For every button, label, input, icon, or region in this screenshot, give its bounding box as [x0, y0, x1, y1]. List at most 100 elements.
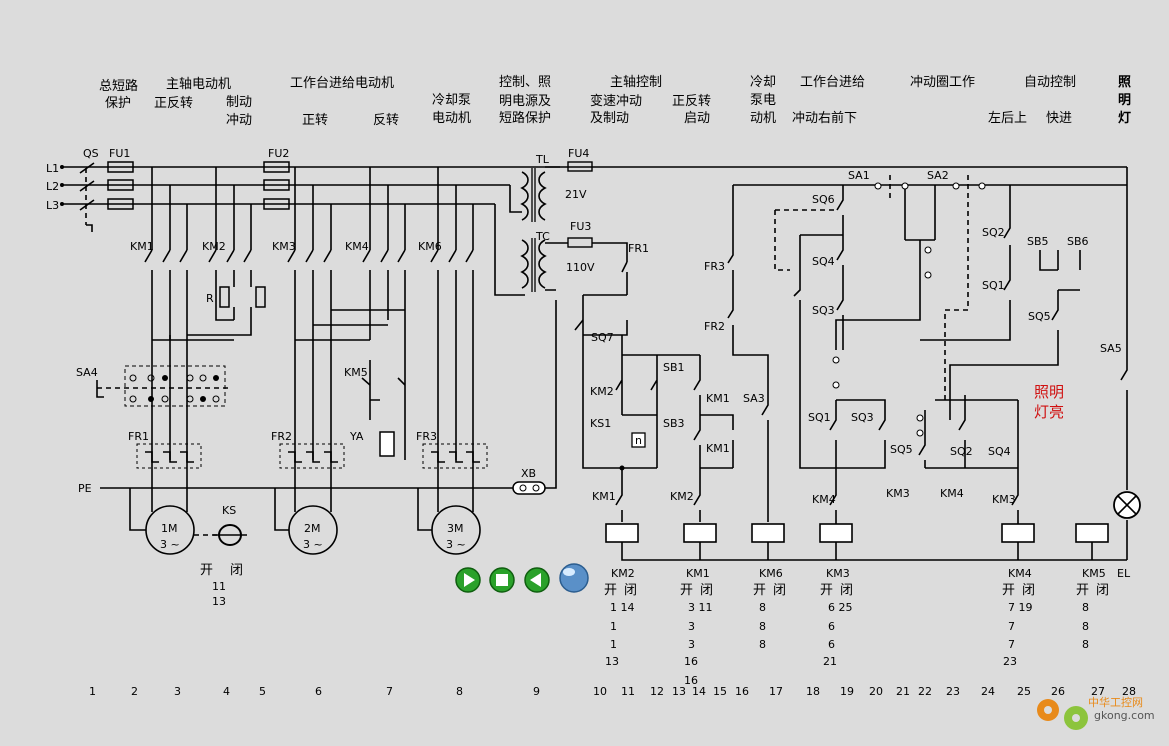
label-KM4-ctl: KM4	[940, 487, 964, 500]
column-number-6: 6	[315, 685, 322, 698]
label-SQ1-a: SQ1	[808, 411, 831, 424]
title-speed-jog: 变速冲动	[590, 93, 642, 109]
ks-open-val: 11	[212, 580, 226, 593]
label-KM3-ctl-b: KM3	[992, 493, 1016, 506]
label-SB5: SB5	[1027, 235, 1049, 248]
play-icon[interactable]	[455, 567, 481, 593]
table-km5-open: 开	[1076, 583, 1089, 598]
table-km1-r3: 16	[684, 655, 698, 668]
column-number-11: 11	[621, 685, 635, 698]
table-km3-r2: 6	[828, 638, 835, 651]
column-number-23: 23	[946, 685, 960, 698]
label-1M: 1M	[161, 522, 178, 535]
title-pump: 泵电	[750, 93, 776, 108]
title-coolant: 冷却泵	[432, 93, 471, 108]
table-km4-r1: 7	[1008, 620, 1015, 633]
table-km3-r1: 6	[828, 620, 835, 633]
column-number-5: 5	[259, 685, 266, 698]
title-control-light: 控制、照	[499, 75, 551, 90]
label-FR2: FR2	[704, 320, 725, 333]
title-coolant-2: 冷却	[750, 75, 776, 90]
title-brake: 及制动	[590, 111, 629, 126]
table-km5-r2: 8	[1082, 638, 1089, 651]
label-PE: PE	[78, 482, 92, 495]
header-titles: 总短路 保护 主轴电动机 正反转 制动 冲动 工作台进给电动机 正转 反转 冷却…	[99, 75, 1131, 128]
gear-logo-icon	[1037, 699, 1088, 730]
label-SQ2-b: SQ2	[982, 226, 1005, 239]
table-km5-r0: 8	[1082, 601, 1089, 614]
title-feed-forward: 正转	[302, 113, 328, 128]
lamp-on-label-1: 照明	[1034, 383, 1064, 401]
back-icon[interactable]	[524, 567, 550, 593]
table-km4-close: 闭	[1022, 583, 1035, 598]
column-number-13: 13	[672, 685, 686, 698]
table-km6-r2: 8	[759, 638, 766, 651]
label-SQ7: SQ7	[591, 331, 614, 344]
label-KS: KS	[222, 504, 236, 517]
table-km1-r0: 3 11	[688, 601, 713, 614]
ks-close: 闭	[230, 563, 243, 578]
table-km6-title: KM6	[759, 567, 783, 580]
label-SA4: SA4	[76, 366, 98, 379]
table-km5-r1: 8	[1082, 620, 1089, 633]
table-km3-r0: 6 25	[828, 601, 853, 614]
label-KS1: KS1	[590, 417, 611, 430]
label-KM1-ctl-c: KM1	[592, 490, 616, 503]
label-2M: 2M	[304, 522, 321, 535]
label-SQ2-a: SQ2	[950, 445, 973, 458]
label-SQ4-b: SQ4	[988, 445, 1011, 458]
playback-controls	[455, 563, 589, 593]
label-L3: L3	[46, 199, 59, 212]
ks-row: 13	[212, 595, 226, 608]
title-jog-round: 冲动圈工作	[910, 75, 975, 90]
column-number-2: 2	[131, 685, 138, 698]
title-lamp-3: 灯	[1118, 110, 1131, 126]
table-km6-r1: 8	[759, 620, 766, 633]
power-circuit	[60, 161, 1127, 555]
label-KM6-main: KM6	[418, 240, 442, 253]
title-rapid: 快进	[1046, 111, 1072, 126]
table-km4-title: KM4	[1008, 567, 1032, 580]
title-spindle-control: 主轴控制	[610, 75, 662, 90]
column-number-9: 9	[533, 685, 540, 698]
column-number-26: 26	[1051, 685, 1065, 698]
column-number-17: 17	[769, 685, 783, 698]
column-number-24: 24	[981, 685, 995, 698]
table-km2-close: 闭	[624, 583, 637, 598]
lamp-on-label-2: 灯亮	[1034, 403, 1064, 421]
column-number-22: 22	[918, 685, 932, 698]
ks-open: 开	[200, 563, 213, 578]
label-21V: 21V	[565, 188, 587, 201]
title-spindle-brake: 制动	[226, 95, 252, 110]
table-km3-r3: 21	[823, 655, 837, 668]
table-km2-title: KM2	[611, 567, 635, 580]
label-YA: YA	[349, 430, 364, 443]
watermark: 中华工控网 gkong.com	[1037, 695, 1155, 730]
title-feed-reverse: 反转	[373, 113, 399, 128]
table-km3-open: 开	[820, 583, 833, 598]
table-km6-open: 开	[753, 583, 766, 598]
column-number-12: 12	[650, 685, 664, 698]
component-labels: L1 L2 L3 QS FU1 FU2 FU4 FU3 TL TC 21V 11…	[46, 147, 1122, 551]
title-start: 启动	[684, 111, 710, 126]
label-3M: 3M	[447, 522, 464, 535]
watermark-site: gkong.com	[1094, 709, 1155, 722]
table-km1-r2: 3	[688, 638, 695, 651]
info-icon[interactable]	[559, 563, 589, 593]
stop-icon[interactable]	[489, 567, 515, 593]
column-number-18: 18	[806, 685, 820, 698]
label-XB: XB	[521, 467, 536, 480]
table-km1-open: 开	[680, 583, 693, 598]
label-FU1: FU1	[109, 147, 130, 160]
label-SQ3-a: SQ3	[812, 304, 835, 317]
title-jog-directions: 冲动右前下	[792, 110, 857, 126]
label-SA3: SA3	[743, 392, 765, 405]
table-km4-r0: 7 19	[1008, 601, 1033, 614]
table-km2-r2: 1	[610, 638, 617, 651]
column-number-16: 16	[735, 685, 749, 698]
table-km3-close: 闭	[840, 583, 853, 598]
label-FR3-main: FR3	[416, 430, 437, 443]
column-number-7: 7	[386, 685, 393, 698]
